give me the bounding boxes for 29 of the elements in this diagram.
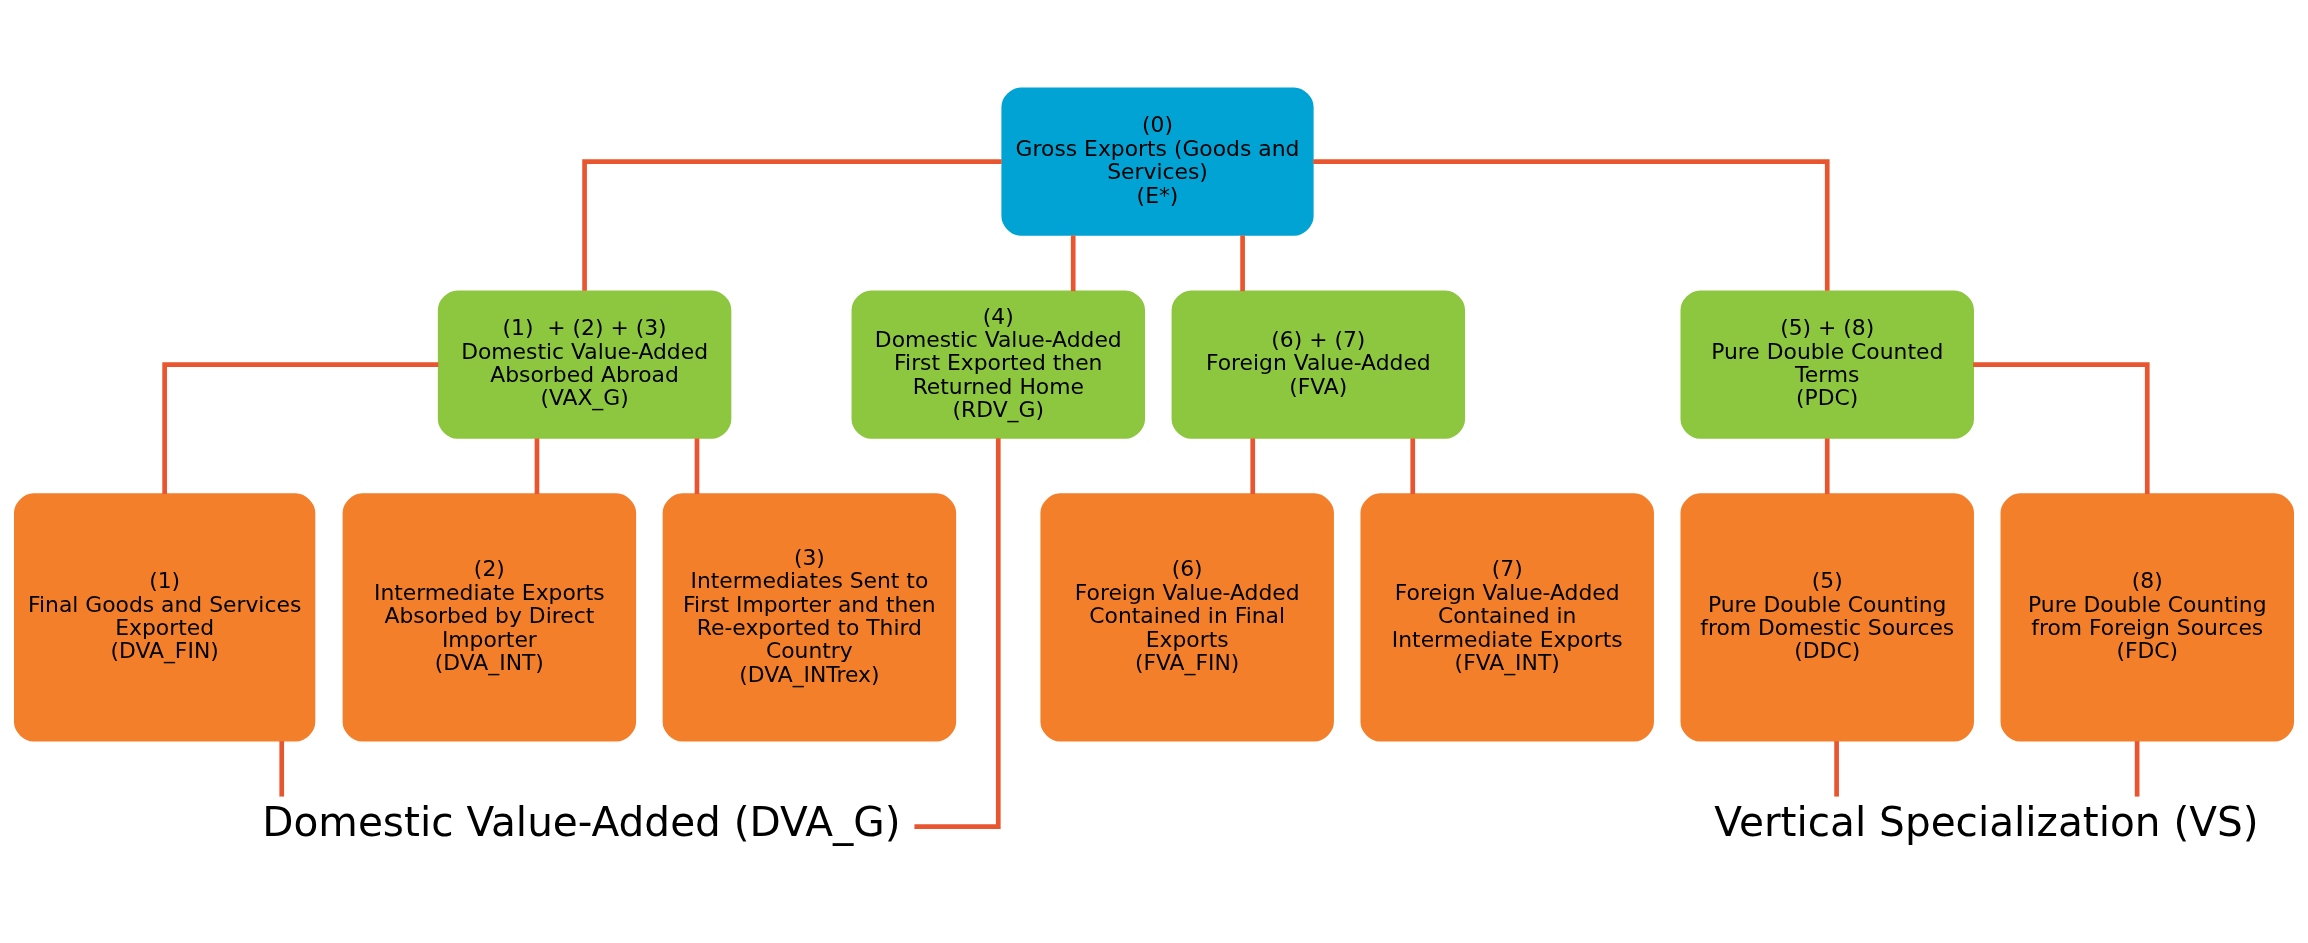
- node-box: (5) + (8) Pure Double Counted Terms (PDC): [1680, 290, 1974, 439]
- connector: [1834, 741, 1839, 797]
- connector: [1973, 362, 2150, 494]
- node-box: (4) Domestic Value-Added First Exported then Returned Home (RDV_G): [851, 290, 1145, 439]
- connector: [1313, 159, 1830, 291]
- connector: [694, 438, 700, 495]
- connector: [1824, 438, 1830, 495]
- node-box: (1) Final Goods and Services Exported (DVA_FIN): [14, 493, 316, 742]
- connector: [1070, 235, 1076, 292]
- node-box: (3) Intermediates Sent to First Importer and then Re-exported to Third Country (DVA_INTrex): [662, 493, 957, 742]
- node-box: (1) + (2) + (3) Domestic Value-Added Absorbed Abroad (VAX_G): [437, 290, 732, 439]
- node-box: (2) Intermediate Exports Absorbed by Direct Importer (DVA_INT): [342, 493, 637, 742]
- connector: [582, 159, 1002, 291]
- connector: [914, 438, 1001, 829]
- node-box: (5) Pure Double Counting from Domestic Sources (DDC): [1680, 493, 1974, 742]
- connector: [1250, 438, 1256, 495]
- connector: [534, 438, 540, 495]
- connector: [162, 362, 439, 494]
- node-box: (7) Foreign Value-Added Contained in Intermediate Exports (FVA_INT): [1360, 493, 1654, 742]
- node-box: (0) Gross Exports (Goods and Services) (E*): [1001, 87, 1314, 236]
- connector: [279, 741, 285, 797]
- connector: [1240, 235, 1245, 292]
- node-box: (8) Pure Double Counting from Foreign Sources (FDC): [2000, 493, 2294, 742]
- connector: [2134, 741, 2140, 797]
- node-text: Domestic Value-Added (DVA_G): [262, 797, 901, 846]
- connector: [1410, 438, 1416, 495]
- node-box: (6) Foreign Value-Added Contained in Final Exports (FVA_FIN): [1040, 493, 1334, 742]
- node-box: (6) + (7) Foreign Value-Added (FVA): [1171, 290, 1466, 439]
- node-text: Vertical Specialization (VS): [1714, 797, 2259, 846]
